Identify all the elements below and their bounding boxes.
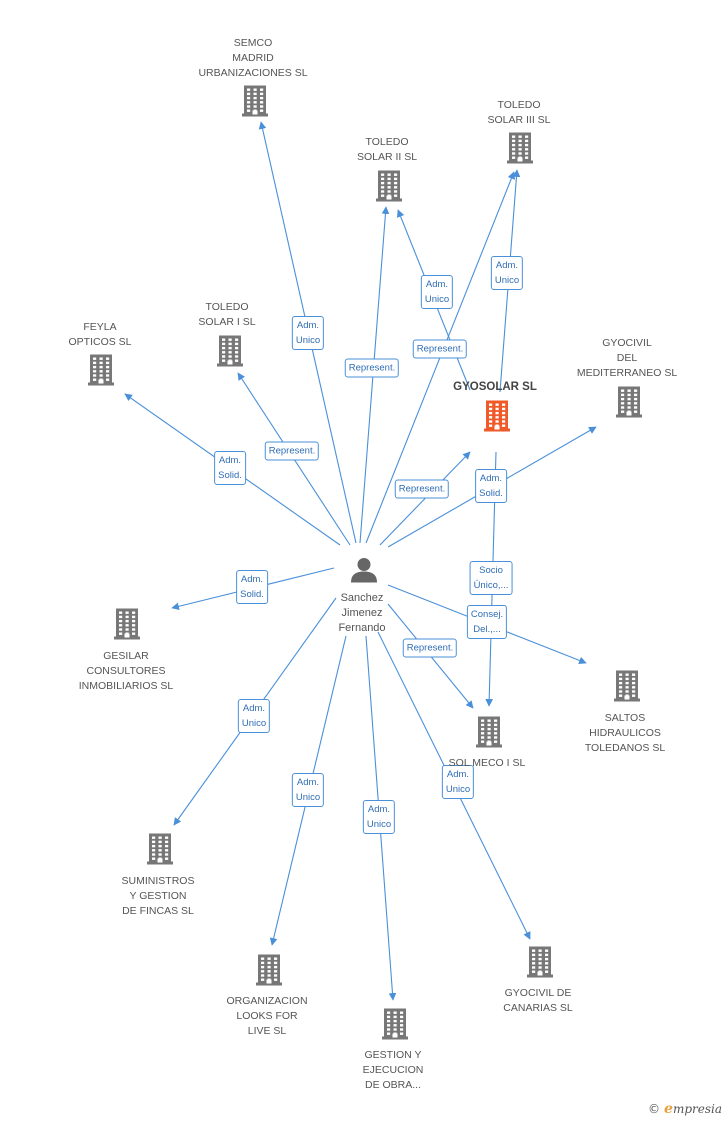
building-icon[interactable] [114,608,140,645]
company-label-gyosolar[interactable]: GYOSOLAR SL [453,381,537,393]
edge-gyosolar-rep [379,451,471,546]
company-label-toledo3[interactable]: TOLEDO SOLAR III SL [487,99,551,126]
relation-label[interactable]: Consej. Del.,... [466,605,508,639]
company-label-gesilar[interactable]: GESILAR CONSULTORES INMOBILIARIOS SL [78,650,174,692]
building-icon[interactable] [476,716,502,753]
relation-label[interactable]: Adm. Solid. [236,570,268,604]
relation-label[interactable]: Represent. [394,479,450,499]
company-label-suministros[interactable]: SUMINISTROS Y GESTION DE FINCAS SL [121,875,195,917]
company-label-semco[interactable]: SEMCO MADRID URBANIZACIONES SL [198,37,308,79]
person-icon[interactable] [350,556,378,589]
building-icon[interactable] [217,335,243,372]
building-icon[interactable] [484,400,510,437]
brand-initial: e [664,1101,673,1117]
relation-label[interactable]: Adm. Unico [490,256,524,290]
relation-label[interactable]: Adm. Unico [362,800,396,834]
relation-label[interactable]: Adm. Unico [420,275,454,309]
building-icon[interactable] [376,170,402,207]
relation-label[interactable]: Adm. Solid. [214,451,246,485]
building-icon[interactable] [616,386,642,423]
building-icon[interactable] [527,946,553,983]
company-label-solmeco[interactable]: SOL MECO I SL [448,757,526,769]
company-label-gyocivil-can[interactable]: GYOCIVIL DE CANARIAS SL [503,987,573,1014]
relation-label[interactable]: Represent. [344,358,400,378]
empresia-brand[interactable]: ©empresia [648,1101,722,1117]
relation-label[interactable]: Adm. Unico [291,316,325,350]
company-label-saltos[interactable]: SALTOS HIDRAULICOS TOLEDANOS SL [584,712,666,754]
relation-label[interactable]: Adm. Solid. [475,469,507,503]
copyright-icon: © [648,1102,661,1116]
building-icon[interactable] [614,670,640,707]
company-label-toledo1[interactable]: TOLEDO SOLAR I SL [198,301,256,328]
company-label-organizacion[interactable]: ORGANIZACION LOOKS FOR LIVE SL [226,995,308,1037]
company-label-gestion[interactable]: GESTION Y EJECUCION DE OBRA... [362,1049,424,1091]
brand-name: mpresia [672,1102,722,1116]
building-icon[interactable] [256,954,282,991]
relation-label[interactable]: Represent. [264,441,320,461]
building-icon[interactable] [147,833,173,870]
building-icon[interactable] [88,354,114,391]
relation-label[interactable]: Adm. Unico [441,765,475,799]
relation-label[interactable]: Adm. Unico [291,773,325,807]
person-name[interactable]: Sanchez Jimenez Fernando [338,592,386,634]
relation-label[interactable]: Represent. [412,339,468,359]
company-label-gyocivil-med[interactable]: GYOCIVIL DEL MEDITERRANEO SL [576,337,678,379]
building-icon[interactable] [507,132,533,169]
relation-label[interactable]: Represent. [402,638,458,658]
relation-label[interactable]: Socio Único,... [469,561,513,595]
building-icon[interactable] [242,85,268,122]
building-icon[interactable] [382,1008,408,1045]
relation-label[interactable]: Adm. Unico [237,699,271,733]
company-label-feyla[interactable]: FEYLA OPTICOS SL [68,321,132,348]
company-label-toledo2[interactable]: TOLEDO SOLAR II SL [356,136,418,163]
